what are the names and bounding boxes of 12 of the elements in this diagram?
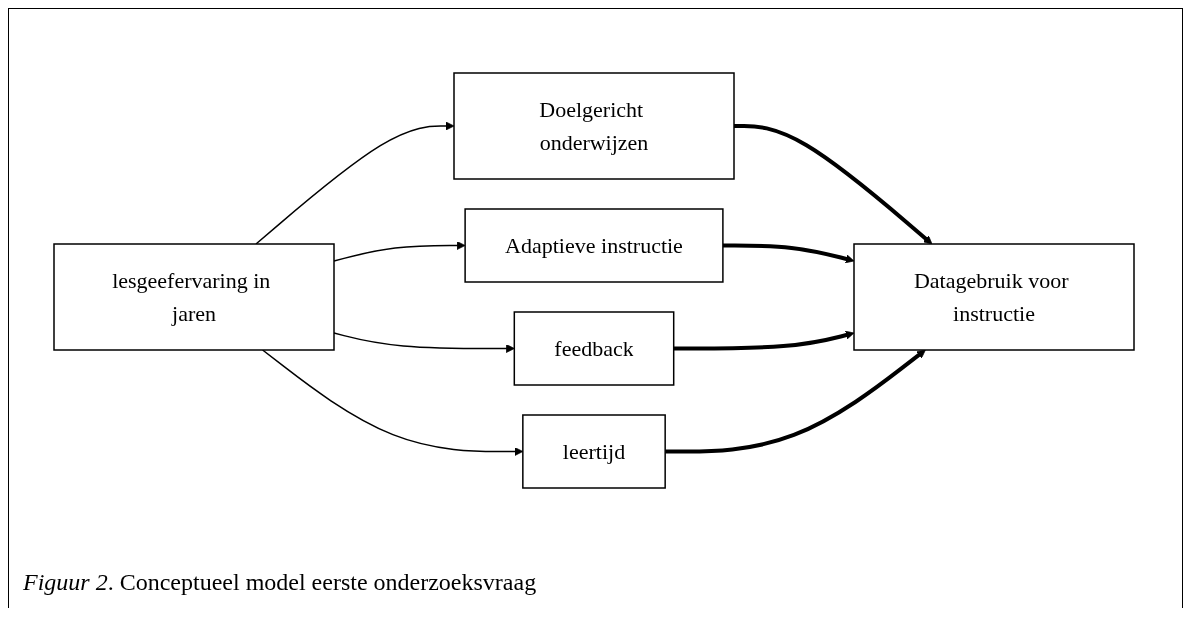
node-box: Datagebruik voor instructie bbox=[853, 242, 1135, 351]
node-box: lesgeefervaring in jaren bbox=[53, 242, 335, 351]
figure-caption: Figuur 2. Conceptueel model eerste onderzoeksvraag bbox=[23, 569, 537, 596]
arrow bbox=[673, 330, 855, 350]
arrow bbox=[734, 123, 933, 244]
node-box: leertijd bbox=[522, 413, 666, 489]
arrow bbox=[255, 121, 455, 245]
arrow bbox=[722, 243, 855, 263]
node-box: feedback bbox=[513, 310, 675, 386]
arrow bbox=[665, 349, 926, 453]
node-box: Doelgericht onderwijzen bbox=[453, 71, 735, 180]
node-box: Adaptieve instructie bbox=[464, 207, 724, 283]
